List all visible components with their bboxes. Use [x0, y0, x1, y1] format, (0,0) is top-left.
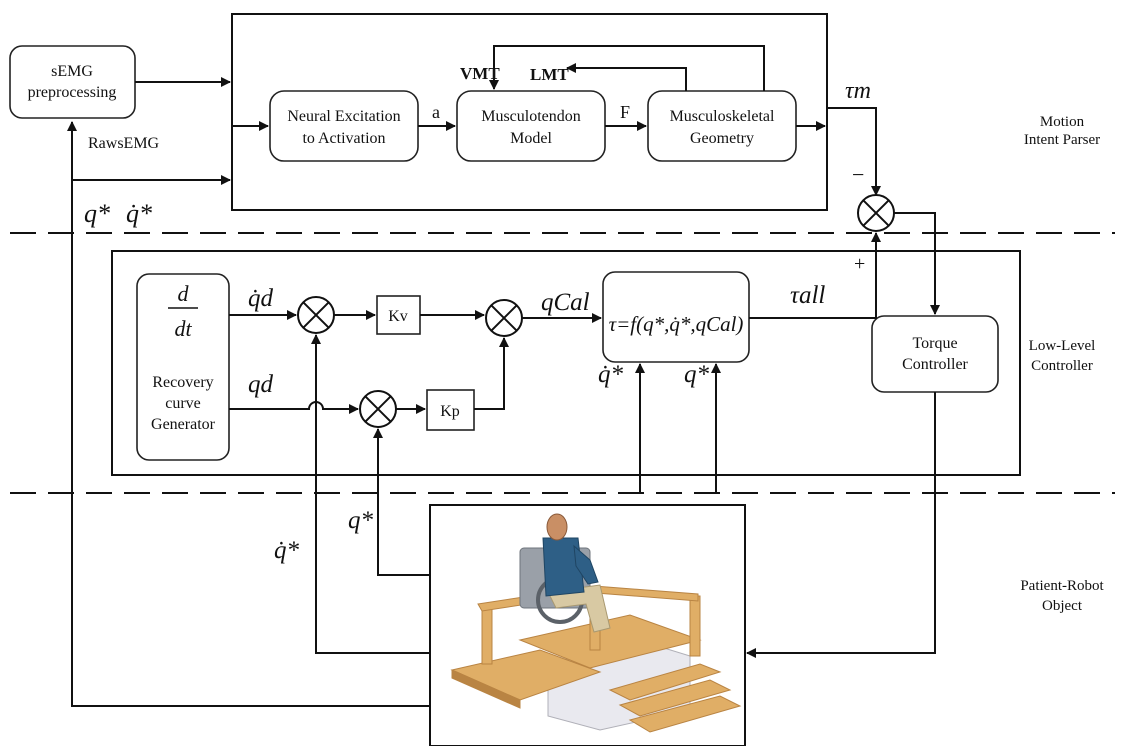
qdotstar-fn-label: q̇*: [598, 361, 624, 388]
minus-sign: −: [852, 162, 864, 187]
error-to-torque-arrow: [894, 212, 940, 315]
force-label: F: [620, 102, 630, 122]
qstar-feedback-label: q*: [348, 507, 374, 534]
patient-section-label-1: Patient-Robot: [1020, 578, 1104, 594]
derivative-denominator: dt: [174, 316, 192, 341]
qdotstar-feedback-arrow: [311, 334, 430, 654]
tau-all-label: τall: [790, 282, 825, 309]
rail-top-right: [593, 585, 699, 602]
recovery-label-line2: curve: [165, 395, 201, 412]
motion-section-label-2: Intent Parser: [1024, 132, 1100, 148]
qcal-label: qCal: [541, 289, 590, 316]
patient-robot-frame: [429, 504, 746, 746]
kv-gain-block: Kv: [376, 295, 421, 335]
torque-to-robot-arrow: [746, 392, 936, 658]
vmt-label: VMT: [460, 64, 500, 83]
recovery-curve-generator-block: d dt Recovery curve Generator: [136, 273, 230, 461]
person-arm: [573, 544, 599, 585]
patient-section-label-2: Object: [1042, 598, 1083, 614]
torque-controller-label-line2: Controller: [902, 356, 968, 373]
geometry-label-line2: Geometry: [690, 130, 754, 147]
kp-label: Kp: [440, 403, 460, 420]
tau-all-arrow: [749, 232, 881, 319]
person-torso: [542, 537, 585, 597]
tau-m-label: τm: [845, 78, 871, 104]
stair-step-2: [618, 679, 732, 717]
motion-section-label-1: Motion: [1040, 114, 1085, 130]
qstar-top-label: q*: [84, 199, 110, 228]
semg-label-line2: preprocessing: [28, 84, 117, 101]
qstar-fn-label: q*: [684, 361, 710, 388]
qdotstar-top-label: q̇*: [126, 199, 152, 228]
vmt-feedback-arrow: [489, 45, 765, 91]
kp-gain-block: Kp: [426, 389, 475, 431]
low-level-section-label-2: Controller: [1031, 358, 1093, 374]
musculoskeletal-geometry-block: Musculoskeletal Geometry: [647, 90, 797, 162]
person-legs: [547, 584, 611, 633]
q-d-label: qd: [248, 371, 274, 398]
semg-preprocessing-block: sEMG preprocessing: [9, 45, 136, 119]
stair-step-1: [608, 663, 722, 701]
musculotendon-model-block: Musculotendon Model: [456, 90, 606, 162]
recovery-label-line3: Generator: [151, 416, 216, 433]
neural-label-line1: Neural Excitation: [287, 108, 400, 125]
torque-function-block: τ=f(q*,q̇*,qCal): [602, 271, 750, 363]
neural-excitation-block: Neural Excitation to Activation: [269, 90, 419, 162]
low-level-frame: [111, 250, 1021, 476]
rail-post-right: [689, 595, 701, 657]
torque-controller-label-line1: Torque: [912, 335, 957, 352]
torque-function-label: τ=f(q*,q̇*,qCal): [609, 312, 744, 336]
kp-out-arrow: [474, 337, 509, 410]
qstar-feedback-arrow: [373, 428, 430, 576]
qdotstar-feedback-label: q̇*: [274, 537, 300, 564]
raw-semg-label: RawsEMG: [88, 135, 160, 152]
plus-sign: +: [854, 253, 865, 275]
torque-controller-block: Torque Controller: [871, 315, 999, 393]
patient-robot-illustration: [450, 513, 742, 733]
output-summing-junction: [485, 299, 523, 337]
velocity-summing-junction: [297, 296, 335, 334]
semg-label-line1: sEMG: [51, 63, 93, 80]
raw-semg-source-line: [71, 700, 430, 707]
activation-label: a: [432, 102, 440, 122]
lmt-feedback-arrow: [566, 63, 687, 91]
wooden-ramp-side: [451, 669, 521, 709]
kv-label: Kv: [388, 308, 408, 325]
neural-label-line2: to Activation: [302, 130, 385, 147]
derivative-numerator: d: [178, 281, 190, 306]
low-level-section-label-1: Low-Level: [1029, 338, 1096, 354]
lmt-label: LMT: [530, 65, 569, 84]
tau-m-arrow: [827, 107, 881, 196]
position-summing-junction: [359, 390, 397, 428]
person-head: [546, 513, 568, 541]
qdot-d-label: q̇d: [248, 285, 274, 312]
q-d-arrow: [229, 401, 359, 414]
geometry-label-line1: Musculoskeletal: [670, 108, 775, 125]
top-summing-junction: [857, 194, 895, 232]
motion-intent-frame: [231, 13, 828, 211]
rail-post-left: [481, 603, 493, 665]
stair-step-3: [628, 695, 742, 733]
musculotendon-label-line2: Model: [510, 130, 552, 147]
musculotendon-label-line1: Musculotendon: [481, 108, 581, 125]
recovery-label-line1: Recovery: [152, 374, 213, 391]
